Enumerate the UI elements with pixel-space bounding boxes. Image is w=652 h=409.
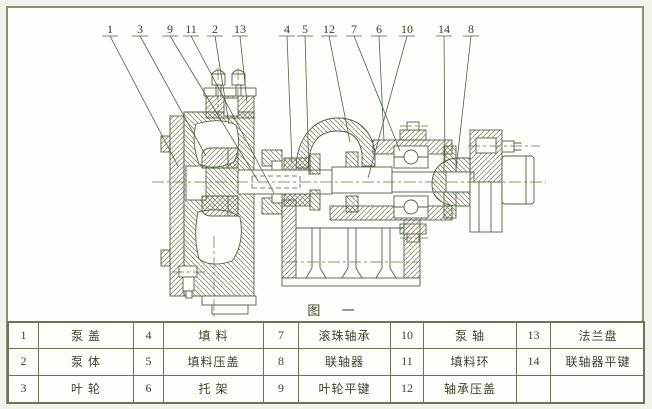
callout-label-12: 12	[323, 22, 335, 36]
casing-bottom-shape	[172, 265, 257, 315]
support-base-shape	[281, 199, 421, 287]
part-number-cell: 4	[134, 323, 164, 350]
part-number-cell: 9	[264, 375, 299, 402]
impeller-shape	[201, 147, 239, 217]
leader-lines	[102, 35, 479, 194]
callout-label-13: 13	[234, 22, 246, 36]
part-number-cell: 5	[134, 349, 164, 376]
part-name-cell: 轴承压盖	[424, 375, 517, 402]
callout-label-2: 2	[212, 22, 218, 36]
part-name-cell: 叶 轮	[39, 375, 134, 402]
callout-label-4: 4	[284, 22, 290, 36]
part-name-cell: 泵 体	[39, 349, 134, 376]
part-number-cell: 2	[9, 349, 39, 376]
part-name-cell: 填料环	[424, 349, 517, 376]
part-name-cell: 填料压盖	[164, 349, 264, 376]
part-number-cell: 13	[517, 323, 551, 350]
part-name-cell: 法兰盘	[551, 323, 645, 350]
part-name-cell: 联轴器	[299, 349, 391, 376]
part-number-cell: 14	[517, 349, 551, 376]
part-name-cell: 滚珠轴承	[299, 323, 391, 350]
part-number-cell	[517, 375, 551, 402]
part-number-cell: 6	[134, 375, 164, 402]
part-name-cell	[551, 376, 645, 402]
parts-table: 1 泵 盖 4 填 料 7 滚珠轴承 10 泵 轴 13 法兰盘 2 泵 体 5…	[7, 321, 645, 404]
center-lines	[152, 68, 546, 318]
callout-label-6: 6	[376, 22, 382, 36]
callout-label-10: 10	[401, 22, 413, 36]
callout-label-11: 11	[185, 22, 197, 36]
part-number-cell: 8	[264, 349, 299, 376]
discharge-flange-shape	[203, 69, 257, 119]
part-number-cell: 3	[9, 375, 39, 402]
callout-label-14: 14	[438, 22, 450, 36]
callout-label-7: 7	[351, 22, 357, 36]
figure-caption: 图 一	[307, 303, 357, 318]
part-number-cell: 10	[391, 323, 424, 350]
part-number-cell: 7	[264, 323, 299, 350]
callout-label-9: 9	[167, 22, 173, 36]
part-name-cell: 联轴器平键	[551, 349, 645, 376]
part-name-cell: 泵 盖	[39, 323, 134, 350]
part-number-cell: 12	[391, 375, 424, 402]
part-number-cell: 11	[391, 349, 424, 376]
part-number-cell: 1	[9, 323, 39, 350]
part-name-cell: 泵 轴	[424, 323, 517, 350]
callout-label-3: 3	[137, 22, 143, 36]
pump-cover-shape	[160, 115, 185, 297]
callout-label-5: 5	[302, 22, 308, 36]
part-name-cell: 填 料	[164, 323, 264, 350]
part-name-cell: 托 架	[164, 375, 264, 402]
part-name-cell: 叶轮平键	[299, 375, 391, 402]
callout-label-8: 8	[468, 22, 474, 36]
callout-label-1: 1	[107, 22, 113, 36]
body-cowl-shape	[295, 117, 376, 169]
callout-numbers: 1 3 9 11 2 13 4 5 12 7 6 10 14 8	[107, 22, 474, 36]
